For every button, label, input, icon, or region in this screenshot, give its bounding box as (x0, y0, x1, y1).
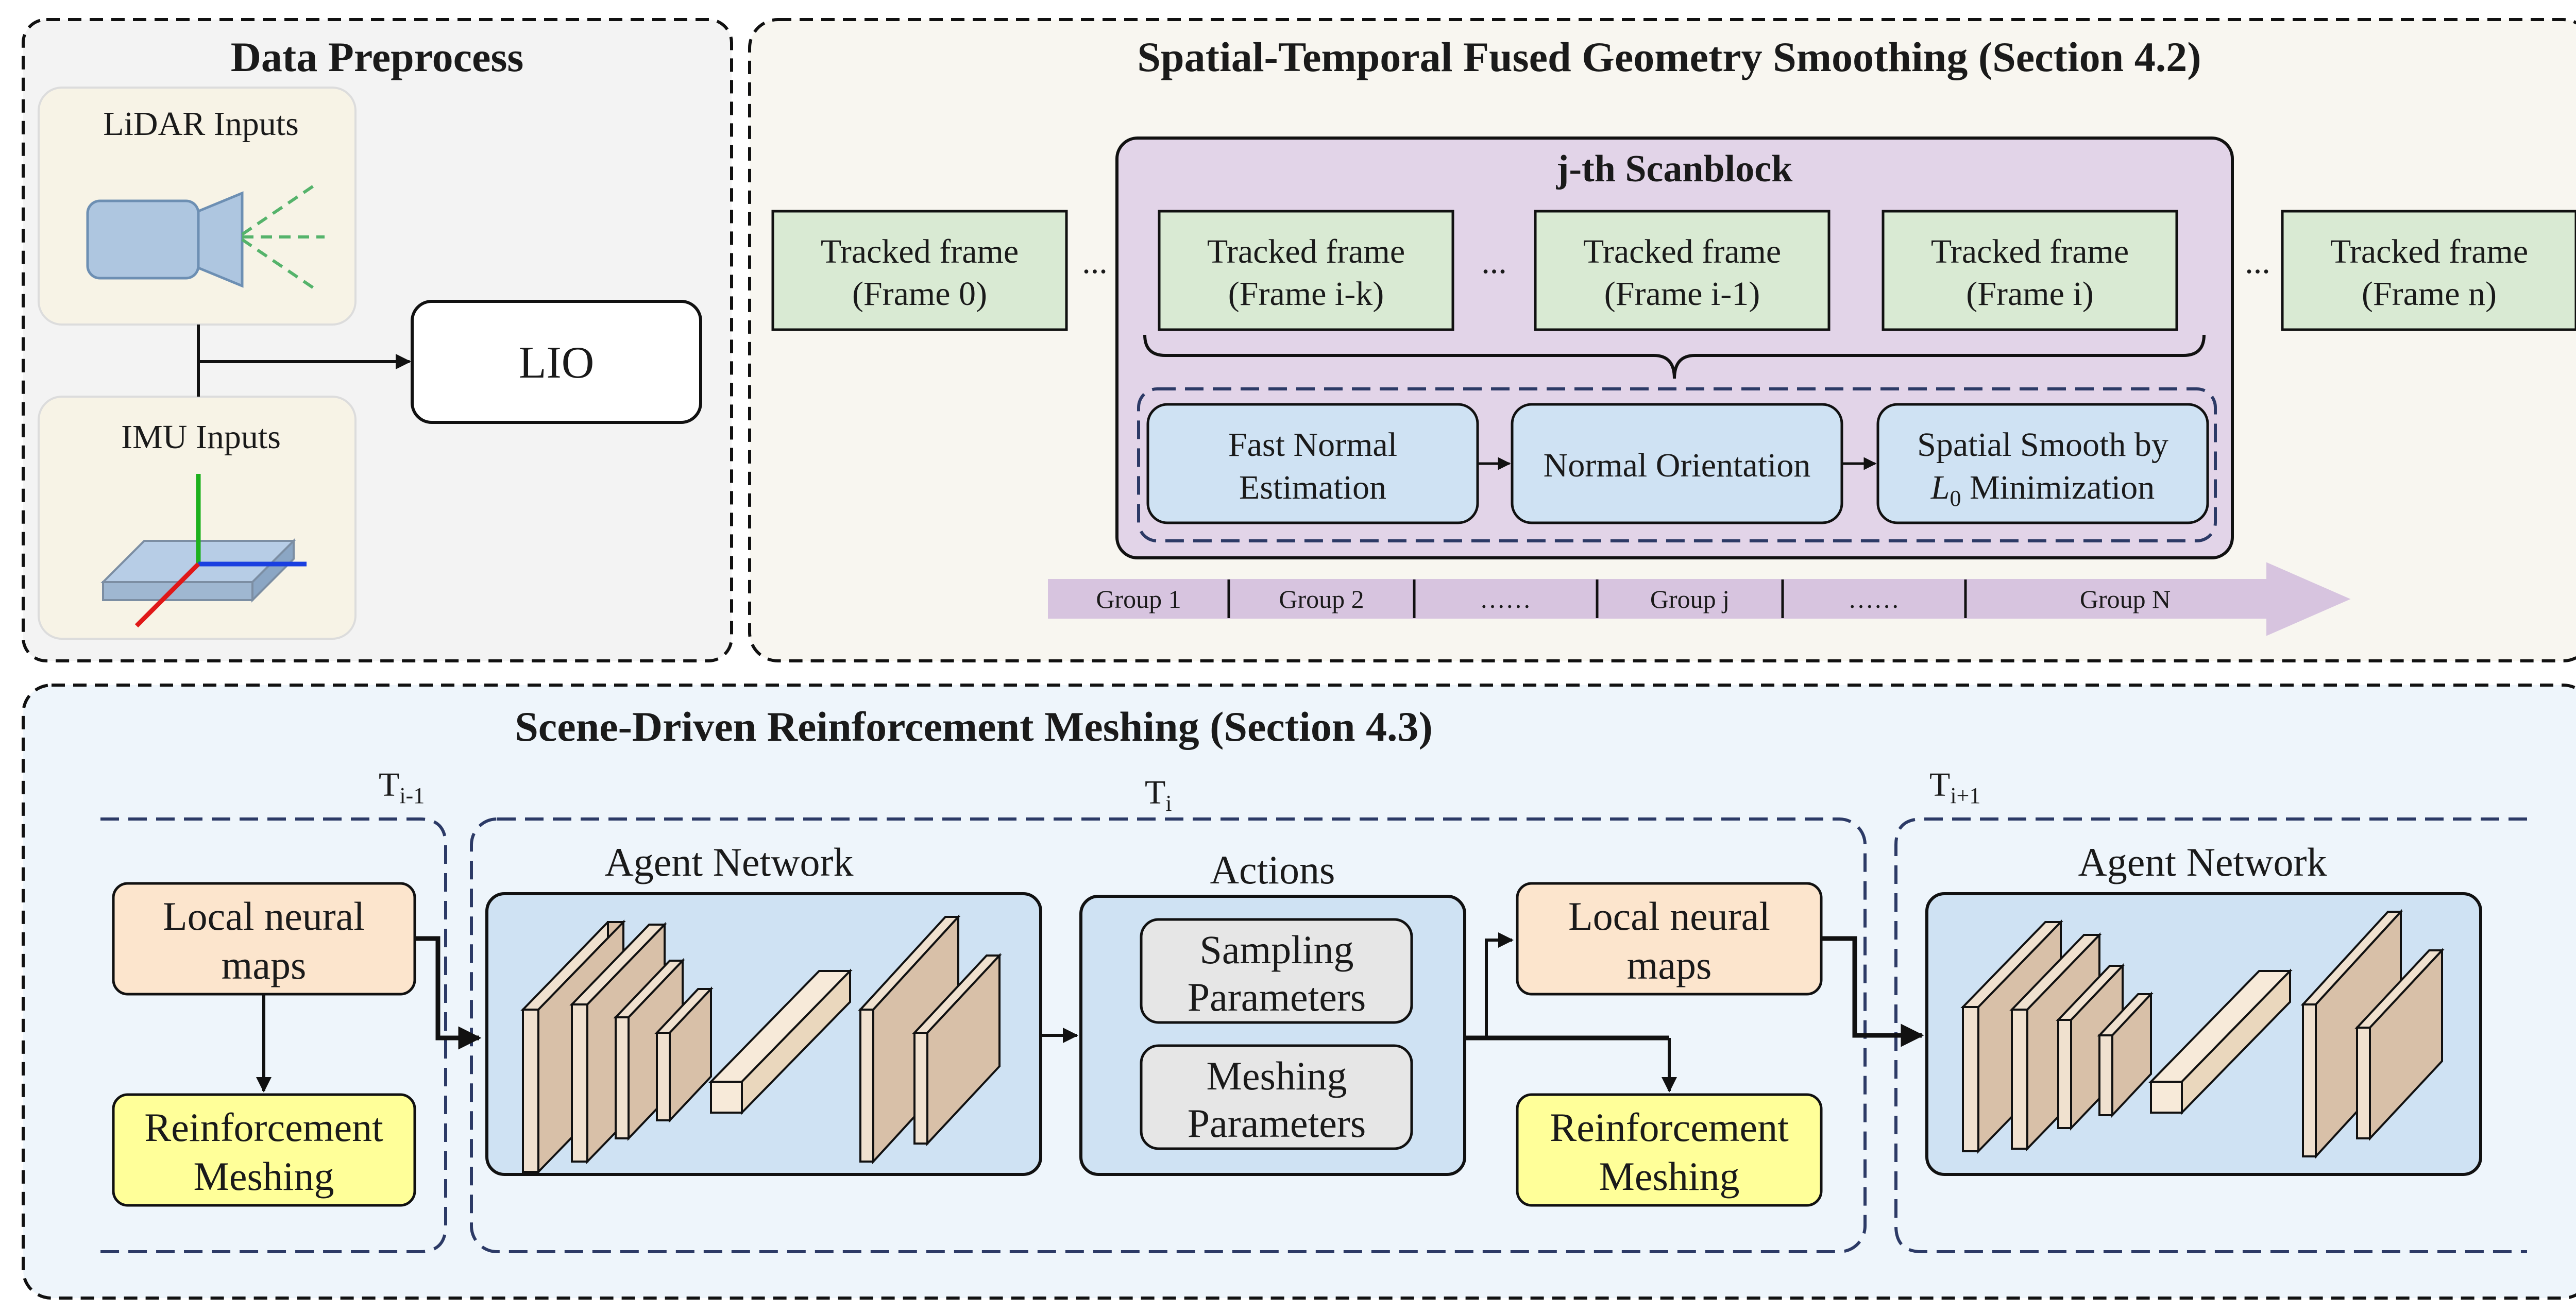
agent-network-next: Agent Network (1925, 840, 2482, 1176)
svg-text:Reinforcement: Reinforcement (1550, 1105, 1789, 1150)
group-label: …… (1480, 585, 1531, 613)
group-timeline: Group 1 Group 2 …… Group j …… Group N (1048, 562, 2351, 636)
svg-text:(Frame n): (Frame n) (2362, 275, 2497, 313)
imu-label: IMU Inputs (121, 418, 281, 456)
arrow (1821, 936, 1924, 1047)
svg-text:(Frame 0): (Frame 0) (852, 275, 987, 313)
agent-network-label: Agent Network (604, 840, 853, 884)
svg-text:Meshing: Meshing (1599, 1154, 1740, 1199)
imu-sensor-icon (100, 474, 307, 628)
ellipsis: ... (1481, 243, 1507, 281)
tracked-frame-i-1: Tracked frame (Frame i-1) (1534, 210, 1831, 331)
actions-box: Actions Sampling Parameters Meshing Para… (1079, 847, 1466, 1176)
actions-label: Actions (1210, 847, 1335, 892)
scanblock-title: j-th Scanblock (1556, 148, 1793, 190)
svg-text:Tracked frame: Tracked frame (1931, 233, 2129, 270)
svg-text:Meshing: Meshing (1207, 1053, 1347, 1098)
lidar-input-box: LiDAR Inputs (38, 87, 357, 326)
svg-text:Meshing: Meshing (194, 1154, 334, 1199)
lio-box: LIO (411, 300, 702, 424)
lidar-label: LiDAR Inputs (103, 105, 299, 143)
spatial-smooth-box: Spatial Smooth by L0 Minimization (1876, 403, 2209, 524)
svg-text:Fast Normal: Fast Normal (1228, 426, 1397, 464)
sampling-parameters-box: Sampling Parameters (1140, 918, 1413, 1024)
svg-text:maps: maps (1627, 943, 1712, 987)
svg-text:Local neural: Local neural (163, 894, 365, 939)
reinforcement-meshing-prev: Reinforcement Meshing (112, 1093, 416, 1207)
svg-text:(Frame i-1): (Frame i-1) (1604, 275, 1760, 313)
data-preprocess-panel: Data Preprocess LiDAR Inputs IMU Inputs (22, 18, 733, 662)
normal-orientation-box: Normal Orientation (1511, 403, 1843, 524)
svg-text:Parameters: Parameters (1188, 975, 1366, 1019)
ellipsis: ... (1082, 243, 1108, 281)
svg-text:Tracked frame: Tracked frame (2330, 233, 2528, 270)
meshing-panel: Scene-Driven Reinforcement Meshing (Sect… (22, 684, 2576, 1300)
time-label-prev: Ti-1 (379, 766, 425, 808)
svg-text:(Frame i): (Frame i) (1966, 275, 2093, 313)
meshing-parameters-box: Meshing Parameters (1140, 1044, 1413, 1150)
tracked-frame-i-k: Tracked frame (Frame i-k) (1158, 210, 1454, 331)
scanblock-brace (1143, 334, 2206, 379)
svg-text:Tracked frame: Tracked frame (1207, 233, 1405, 270)
smoothing-title: Spatial-Temporal Fused Geometry Smoothin… (1137, 33, 2201, 80)
agent-network-current: Agent Network (485, 840, 1042, 1176)
meshing-title: Scene-Driven Reinforcement Meshing (Sect… (515, 703, 1433, 750)
tracked-frame-n: Tracked frame (Frame n) (2281, 210, 2576, 331)
group-label: …… (1848, 585, 1900, 613)
svg-text:Local neural: Local neural (1568, 894, 1770, 939)
group-label: Group j (1650, 585, 1730, 613)
actions-output-connector (1465, 932, 1677, 1093)
svg-text:Estimation: Estimation (1239, 469, 1386, 506)
agent-network-label: Agent Network (2078, 840, 2327, 884)
local-neural-maps-prev: Local neural maps (112, 882, 416, 996)
svg-text:Tracked frame: Tracked frame (1583, 233, 1781, 270)
tracked-frame-i: Tracked frame (Frame i) (1882, 210, 2178, 331)
svg-text:maps: maps (222, 943, 307, 987)
neural-network-icon (520, 914, 1002, 1174)
fast-normal-estimation-box: Fast Normal Estimation (1146, 403, 1479, 524)
group-label: Group N (2080, 585, 2171, 613)
processing-pipeline-box (1137, 387, 2217, 542)
lidar-sensor-icon (86, 184, 325, 290)
svg-text:Normal Orientation: Normal Orientation (1544, 447, 1811, 484)
group-label: Group 1 (1096, 585, 1181, 613)
svg-text:Reinforcement: Reinforcement (144, 1105, 383, 1150)
svg-text:Tracked frame: Tracked frame (821, 233, 1019, 270)
arrow (415, 936, 482, 1050)
group-label: Group 2 (1279, 585, 1364, 613)
reinforcement-meshing-current: Reinforcement Meshing (1516, 1093, 1823, 1207)
time-label-current: Ti (1145, 774, 1172, 816)
svg-text:(Frame i-k): (Frame i-k) (1228, 275, 1384, 313)
preprocess-title: Data Preprocess (231, 33, 524, 80)
svg-text:Parameters: Parameters (1188, 1101, 1366, 1146)
tracked-frame-0: Tracked frame (Frame 0) (771, 210, 1068, 331)
ellipsis: ... (2245, 243, 2270, 281)
neural-network-icon (1960, 909, 2445, 1159)
smoothing-panel: Spatial-Temporal Fused Geometry Smoothin… (748, 18, 2576, 662)
svg-text:L0 Minimization: L0 Minimization (1930, 469, 2155, 511)
svg-text:Sampling: Sampling (1199, 927, 1353, 972)
lio-label: LIO (519, 338, 595, 388)
imu-input-box: IMU Inputs (38, 396, 357, 640)
preprocess-connector (197, 325, 411, 397)
local-neural-maps-current: Local neural maps (1516, 882, 1823, 996)
time-label-next: Ti+1 (1929, 766, 1980, 808)
svg-text:Spatial Smooth by: Spatial Smooth by (1917, 426, 2168, 464)
